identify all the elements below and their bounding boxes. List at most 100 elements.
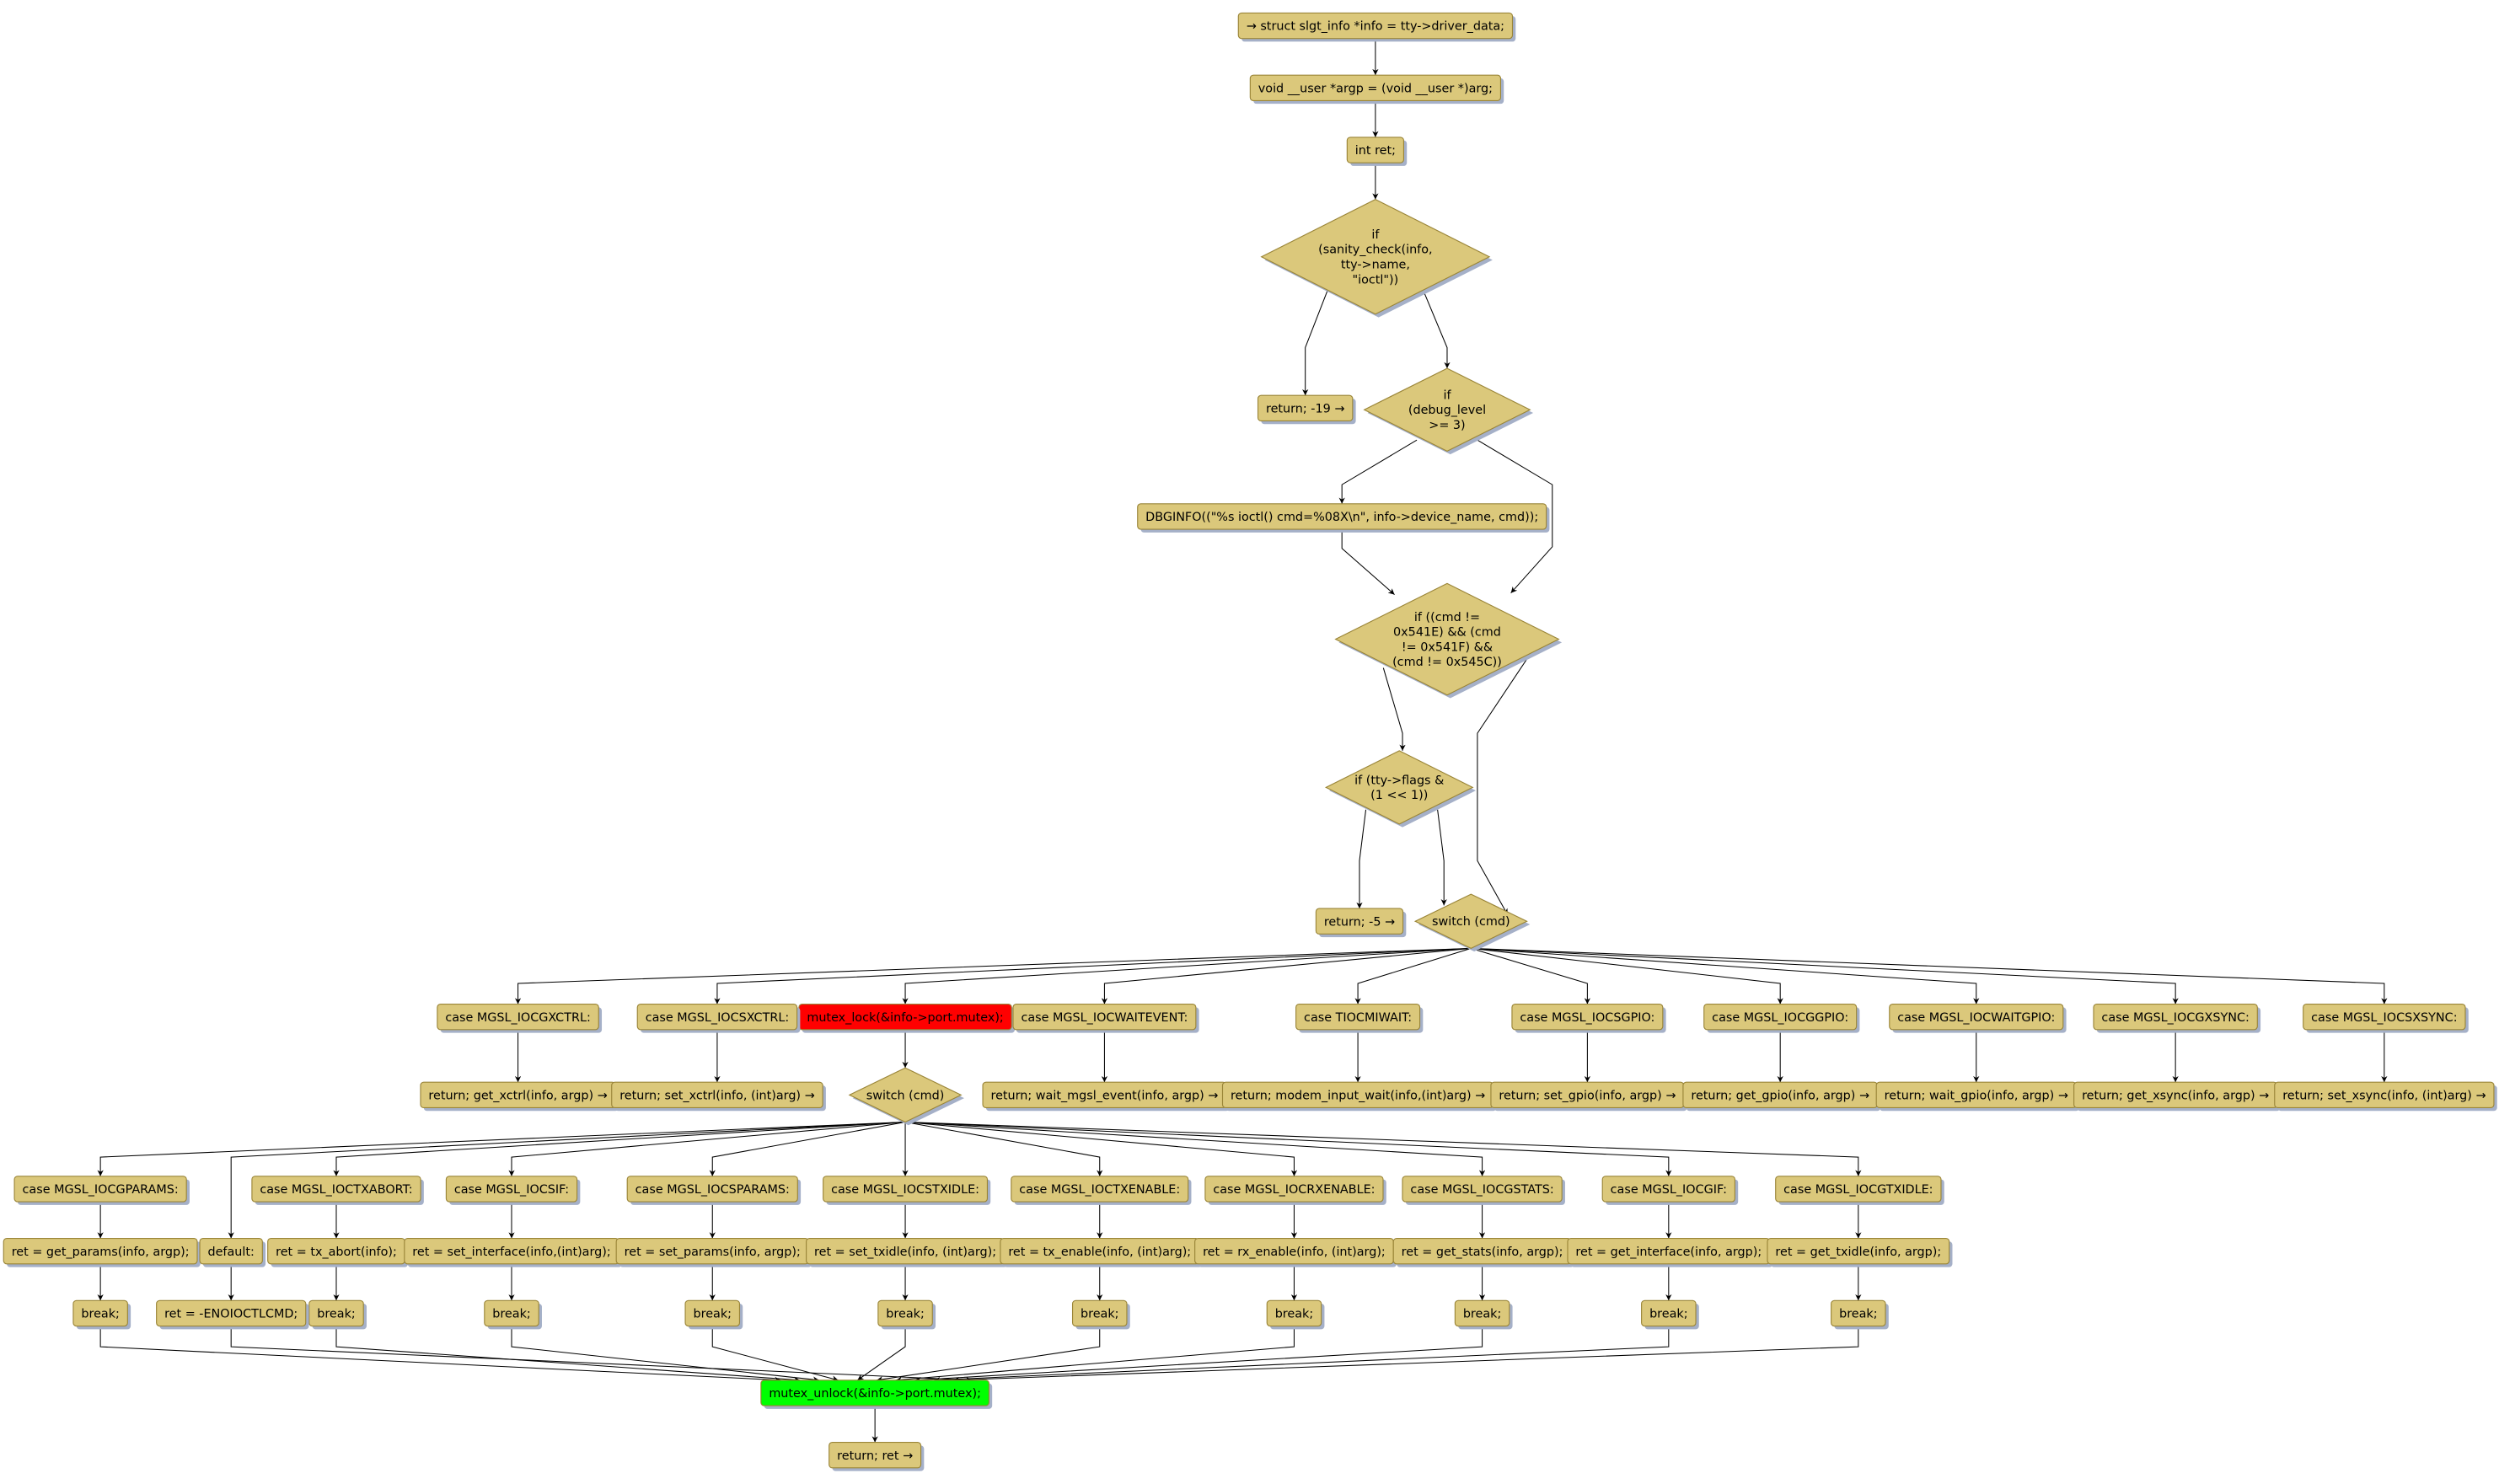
node-e2[interactable]: ret = tx_abort(info); bbox=[267, 1237, 409, 1267]
node-t5[interactable]: return; modem_input_wait(info,(int)arg) … bbox=[1221, 1081, 1497, 1112]
node-t1[interactable]: return; get_xctrl(info, argp) → bbox=[420, 1081, 619, 1112]
node-label: break; bbox=[886, 1308, 925, 1321]
node-b8[interactable]: break; bbox=[1454, 1299, 1513, 1330]
process-box bbox=[1315, 908, 1404, 935]
node-label: if ((cmd != bbox=[1414, 611, 1480, 624]
node-t9[interactable]: return; get_xsync(info, argp) → bbox=[2073, 1081, 2281, 1112]
node-e6[interactable]: ret = tx_enable(info, (int)arg); bbox=[1000, 1237, 1203, 1267]
flow-arrow bbox=[508, 1121, 906, 1176]
node-t8[interactable]: return; wait_gpio(info, argp) → bbox=[1875, 1081, 2080, 1112]
node-e10[interactable]: ret = get_txidle(info, argp); bbox=[1767, 1237, 1953, 1267]
node-dbg[interactable]: DBGINFO(("%s ioctl() cmd=%08X\n", info->… bbox=[1137, 503, 1550, 533]
node-label: ret = tx_enable(info, (int)arg); bbox=[1008, 1246, 1191, 1259]
node-label: break; bbox=[1275, 1308, 1314, 1321]
node-k5[interactable]: case MGSL_IOCSTXIDLE: bbox=[823, 1176, 991, 1205]
node-k6[interactable]: case MGSL_IOCTXENABLE: bbox=[1011, 1176, 1192, 1205]
process-box bbox=[1767, 1237, 1950, 1265]
node-t10[interactable]: return; set_xsync(info, (int)arg) → bbox=[2274, 1081, 2497, 1112]
node-d2[interactable]: if(debug_level>= 3) bbox=[1363, 367, 1534, 455]
node-n1[interactable]: → struct slgt_info *info = tty->driver_d… bbox=[1237, 12, 1516, 42]
process-box bbox=[72, 1299, 128, 1327]
node-label: return; ret → bbox=[837, 1449, 913, 1463]
node-k3[interactable]: case MGSL_IOCSIF: bbox=[445, 1176, 581, 1205]
process-box bbox=[13, 1176, 187, 1203]
node-label: return; wait_mgsl_event(info, argp) → bbox=[991, 1089, 1219, 1102]
node-label: return; -19 → bbox=[1266, 402, 1344, 415]
process-box bbox=[1295, 1003, 1421, 1031]
process-box bbox=[1831, 1299, 1886, 1327]
node-c5[interactable]: case TIOCMIWAIT: bbox=[1295, 1003, 1424, 1033]
process-box bbox=[1775, 1176, 1942, 1203]
node-b7[interactable]: break; bbox=[1266, 1299, 1325, 1330]
node-c6[interactable]: case MGSL_IOCSGPIO: bbox=[1511, 1003, 1666, 1033]
node-e3[interactable]: ret = set_interface(info,(int)arg); bbox=[404, 1237, 622, 1267]
node-label: → struct slgt_info *info = tty->driver_d… bbox=[1247, 20, 1504, 34]
node-r5[interactable]: return; -5 → bbox=[1315, 908, 1407, 938]
node-k1[interactable]: case MGSL_IOCGPARAMS: bbox=[13, 1176, 190, 1205]
node-b6[interactable]: break; bbox=[1071, 1299, 1130, 1330]
node-label: break; bbox=[694, 1308, 732, 1321]
node-n3[interactable]: int ret; bbox=[1346, 137, 1408, 166]
node-r19[interactable]: return; -19 → bbox=[1257, 394, 1356, 425]
flow-arrow bbox=[905, 1121, 1486, 1176]
flow-arrow bbox=[97, 1121, 906, 1176]
node-b5[interactable]: break; bbox=[877, 1299, 936, 1330]
node-n2[interactable]: void __user *argp = (void __user *)arg; bbox=[1249, 74, 1504, 104]
node-c4[interactable]: case MGSL_IOCWAITEVENT: bbox=[1012, 1003, 1199, 1033]
node-d1[interactable]: if(sanity_check(info,tty->name,"ioctl")) bbox=[1260, 198, 1493, 318]
flow-arrow bbox=[934, 1326, 1670, 1384]
node-label: DBGINFO(("%s ioctl() cmd=%08X\n", info->… bbox=[1145, 511, 1538, 524]
node-sw2[interactable]: switch (cmd) bbox=[848, 1067, 965, 1126]
node-c7[interactable]: case MGSL_IOCGGPIO: bbox=[1703, 1003, 1860, 1033]
decision-diamond bbox=[1413, 893, 1528, 950]
node-d4[interactable]: if (tty->flags &(1 << 1)) bbox=[1324, 750, 1477, 828]
node-b4[interactable]: break; bbox=[684, 1299, 743, 1330]
node-sw1[interactable]: switch (cmd) bbox=[1413, 893, 1531, 952]
node-t6[interactable]: return; set_gpio(info, argp) → bbox=[1490, 1081, 1687, 1112]
node-k2[interactable]: case MGSL_IOCTXABORT: bbox=[251, 1176, 424, 1205]
node-k0[interactable]: default: bbox=[199, 1237, 266, 1267]
process-box bbox=[1402, 1176, 1563, 1203]
node-k4[interactable]: case MGSL_IOCSPARAMS: bbox=[626, 1176, 802, 1205]
node-k10[interactable]: case MGSL_IOCGTXIDLE: bbox=[1775, 1176, 1944, 1205]
node-e8[interactable]: ret = get_stats(info, argp); bbox=[1392, 1237, 1574, 1267]
node-e9[interactable]: ret = get_interface(info, argp); bbox=[1567, 1237, 1773, 1267]
node-label: (cmd != 0x545C)) bbox=[1392, 656, 1502, 669]
decision-diamond bbox=[1260, 198, 1491, 315]
process-box bbox=[1703, 1003, 1858, 1031]
node-c10[interactable]: case MGSL_IOCSXSYNC: bbox=[2303, 1003, 2469, 1033]
node-c2[interactable]: case MGSL_IOCSXCTRL: bbox=[636, 1003, 801, 1033]
node-label: return; set_gpio(info, argp) → bbox=[1499, 1089, 1676, 1102]
node-b3[interactable]: break; bbox=[484, 1299, 542, 1330]
node-t4[interactable]: return; wait_mgsl_event(info, argp) → bbox=[982, 1081, 1230, 1112]
node-c9[interactable]: case MGSL_IOCGXSYNC: bbox=[2093, 1003, 2261, 1033]
flow-arrow bbox=[1477, 439, 1553, 594]
node-e4[interactable]: ret = set_params(info, argp); bbox=[615, 1237, 812, 1267]
node-b1[interactable]: break; bbox=[72, 1299, 131, 1330]
process-box bbox=[2274, 1081, 2495, 1109]
node-k8[interactable]: case MGSL_IOCGSTATS: bbox=[1402, 1176, 1565, 1205]
node-lock[interactable]: mutex_lock(&info->port.mutex); bbox=[798, 1003, 1016, 1033]
node-ret[interactable]: return; ret → bbox=[829, 1442, 925, 1471]
node-c8[interactable]: case MGSL_IOCWAITGPIO: bbox=[1889, 1003, 2067, 1033]
node-k9[interactable]: case MGSL_IOCGIF: bbox=[1601, 1176, 1739, 1205]
process-box bbox=[199, 1237, 263, 1265]
node-e5[interactable]: ret = set_txidle(info, (int)arg); bbox=[806, 1237, 1008, 1267]
node-b10[interactable]: break; bbox=[1831, 1299, 1889, 1330]
decision-diamond bbox=[1363, 367, 1531, 453]
node-label: case MGSL_IOCGXSYNC: bbox=[2101, 1011, 2249, 1025]
node-k7[interactable]: case MGSL_IOCRXENABLE: bbox=[1204, 1176, 1386, 1205]
node-c1[interactable]: case MGSL_IOCGXCTRL: bbox=[437, 1003, 603, 1033]
node-t2[interactable]: return; set_xctrl(info, (int)arg) → bbox=[611, 1081, 826, 1112]
process-box bbox=[829, 1442, 922, 1469]
process-box bbox=[1511, 1003, 1664, 1031]
node-e7[interactable]: ret = rx_enable(info, (int)arg); bbox=[1194, 1237, 1397, 1267]
node-e0[interactable]: ret = -ENOIOCTLCMD; bbox=[156, 1299, 309, 1330]
node-b2[interactable]: break; bbox=[308, 1299, 367, 1330]
node-b9[interactable]: break; bbox=[1641, 1299, 1699, 1330]
node-d3[interactable]: if ((cmd !=0x541E) && (cmd!= 0x541F) &&(… bbox=[1334, 582, 1563, 699]
node-t7[interactable]: return; get_gpio(info, argp) → bbox=[1682, 1081, 1881, 1112]
process-box bbox=[760, 1380, 989, 1406]
node-unlock[interactable]: mutex_unlock(&info->port.mutex); bbox=[760, 1380, 993, 1409]
node-e1[interactable]: ret = get_params(info, argp); bbox=[3, 1237, 201, 1267]
